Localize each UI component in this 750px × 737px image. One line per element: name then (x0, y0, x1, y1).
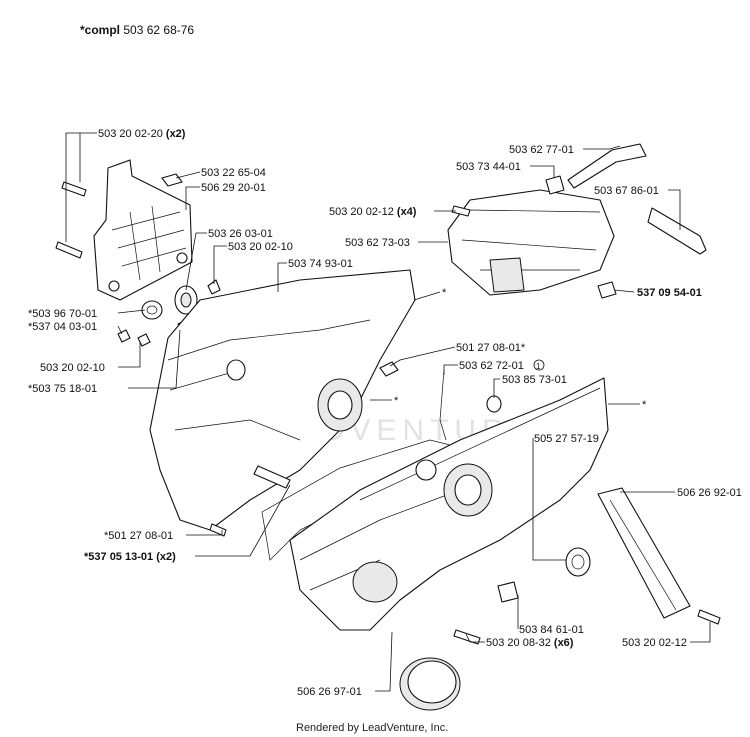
part-label[interactable]: 503 20 02-10 (228, 241, 293, 253)
part-label[interactable]: 503 20 02-12 (622, 637, 687, 649)
deflector-plate-drawing (597, 487, 691, 619)
nut-drawing (161, 173, 183, 187)
wire-drawing (439, 369, 447, 441)
brake-cover-drawing (447, 189, 615, 296)
part-label[interactable]: 503 20 08-32 (x6) (486, 637, 574, 649)
part-labels: 503 20 02-20 (x2) 503 22 65-04 506 29 20… (28, 128, 742, 698)
pin-drawing (117, 329, 131, 343)
pin-drawing (209, 523, 227, 537)
guard-bracket-drawing (93, 159, 193, 301)
part-label[interactable]: 503 85 73-01 (502, 374, 567, 386)
asterisk-marker: * (642, 399, 647, 411)
part-label[interactable]: 537 09 54-01 (637, 287, 702, 299)
part-label[interactable]: 506 26 97-01 (297, 686, 362, 698)
part-label[interactable]: 506 29 20-01 (201, 182, 266, 194)
part-label[interactable]: 506 26 92-01 (677, 487, 742, 499)
part-label[interactable]: 503 74 93-01 (288, 258, 353, 270)
part-label[interactable]: 503 26 03-01 (208, 228, 273, 240)
screw-drawing (55, 241, 83, 259)
part-label[interactable]: 503 84 61-01 (519, 624, 584, 636)
bearing-drawing (174, 285, 198, 315)
screw-drawing (207, 279, 221, 295)
note-marker-circle (533, 359, 545, 371)
cap-drawing (399, 657, 461, 711)
part-label[interactable]: 503 20 02-20 (x2) (98, 128, 186, 140)
part-label[interactable]: *501 27 08-01 (104, 530, 173, 542)
compl-number: 503 62 68-76 (123, 23, 194, 37)
part-label[interactable]: *503 96 70-01 (28, 308, 97, 320)
part-label[interactable]: 503 22 65-04 (201, 167, 266, 179)
part-label[interactable]: 503 62 77-01 (509, 144, 574, 156)
plug-drawing (497, 581, 519, 603)
screw-drawing (453, 629, 481, 645)
note-marker: 1 (536, 362, 541, 371)
asterisk-marker: * (442, 287, 447, 299)
screw-drawing (697, 609, 721, 625)
deflector-plate-edge (609, 499, 677, 611)
part-label[interactable]: *503 75 18-01 (28, 383, 97, 395)
part-label[interactable]: *537 04 03-01 (28, 321, 97, 333)
screw-drawing (61, 181, 87, 197)
part-label[interactable]: 503 62 72-01 (459, 360, 524, 372)
brake-spring-rod-drawing (647, 207, 707, 255)
part-label[interactable]: 503 20 02-12 (x4) (329, 206, 417, 218)
brake-lever-drawing (567, 143, 647, 189)
compl-header: *compl 503 62 68-76 (80, 23, 194, 37)
washer-drawing (545, 175, 565, 195)
screw-drawing (451, 205, 471, 217)
part-label[interactable]: 503 67 86-01 (594, 185, 659, 197)
part-label[interactable]: 503 73 44-01 (456, 161, 521, 173)
long-screw-drawing (253, 465, 291, 489)
crankcase-right-drawing (289, 377, 609, 631)
part-label[interactable]: 503 62 73-03 (345, 237, 410, 249)
crankcase-left-drawing (149, 269, 416, 531)
part-label[interactable]: 501 27 08-01* (456, 342, 526, 354)
part-label[interactable]: 505 27 57-19 (534, 433, 599, 445)
part-label[interactable]: 503 20 02-10 (40, 362, 105, 374)
compl-prefix: *compl (80, 23, 120, 37)
asterisk-marker: * (394, 395, 399, 407)
nut-drawing (597, 281, 617, 299)
footer-credit: Rendered by LeadVenture, Inc. (296, 722, 448, 734)
pin-drawing (137, 333, 151, 347)
dowel-pin-drawing (379, 361, 399, 377)
leader-lines (65, 132, 711, 692)
seal-ring-drawing (565, 547, 591, 577)
part-label[interactable]: *537 05 13-01 (x2) (84, 551, 176, 563)
sleeve-drawing (486, 395, 502, 413)
